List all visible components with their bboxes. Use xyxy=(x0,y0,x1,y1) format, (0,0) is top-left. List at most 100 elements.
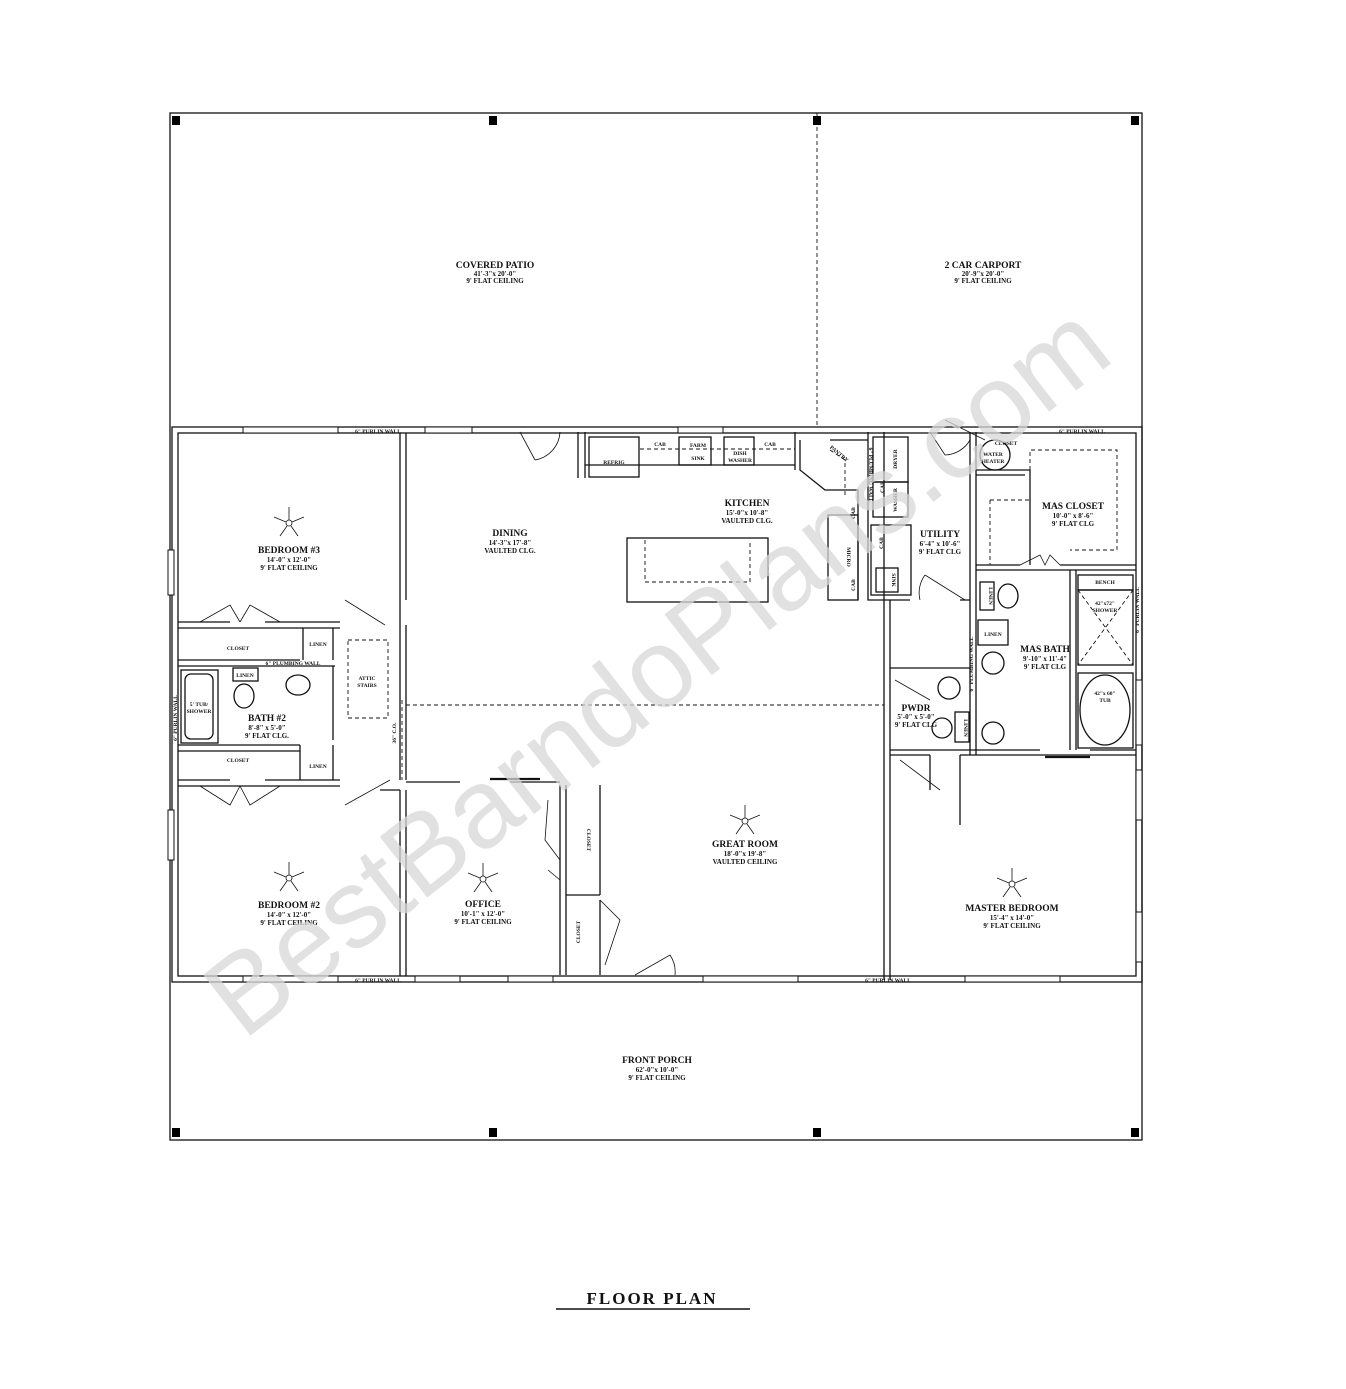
svg-text:WASHER: WASHER xyxy=(728,458,753,464)
svg-text:9' FLAT CLG: 9' FLAT CLG xyxy=(1052,520,1095,528)
svg-text:5' TUB/: 5' TUB/ xyxy=(190,702,209,708)
water-heater xyxy=(979,439,1011,471)
svg-text:CLOSET: CLOSET xyxy=(227,758,250,764)
svg-text:BATH #2: BATH #2 xyxy=(248,714,286,724)
svg-text:DINING: DINING xyxy=(492,529,528,539)
svg-text:9' FLAT CEILING: 9' FLAT CEILING xyxy=(954,277,1012,285)
svg-text:6" PURLIN WALL: 6" PURLIN WALL xyxy=(355,429,401,435)
range xyxy=(827,514,859,601)
svg-text:2 CAR CARPORT: 2 CAR CARPORT xyxy=(945,261,1022,271)
svg-text:STAIRS: STAIRS xyxy=(357,683,376,689)
svg-text:LINEN: LINEN xyxy=(309,764,326,770)
fixture-labels: 6" PURLIN WALL 6" PURLIN WALL 6" PURLIN … xyxy=(173,429,1141,984)
svg-text:6" PLUMBING WALL: 6" PLUMBING WALL xyxy=(969,636,975,691)
svg-text:MASTER BEDROOM: MASTER BEDROOM xyxy=(965,904,1058,914)
svg-text:LINEN: LINEN xyxy=(309,642,326,648)
svg-text:14'-0" x 12'-0": 14'-0" x 12'-0" xyxy=(267,911,311,919)
svg-text:PWDR: PWDR xyxy=(901,704,930,714)
doors[interactable] xyxy=(199,419,1061,976)
svg-text:VAULTED CLG.: VAULTED CLG. xyxy=(721,517,773,525)
svg-text:6" PLUMBING WALL: 6" PLUMBING WALL xyxy=(266,661,321,667)
washer xyxy=(872,481,909,518)
svg-text:REFRIG: REFRIG xyxy=(603,460,625,466)
svg-text:9' FLAT CEILING: 9' FLAT CEILING xyxy=(260,919,318,927)
svg-text:9' FLAT CEILING: 9' FLAT CEILING xyxy=(454,918,512,926)
svg-text:UTILITY: UTILITY xyxy=(920,530,960,540)
svg-text:LINEN: LINEN xyxy=(962,719,968,736)
svg-text:10'-1" x 12'-0": 10'-1" x 12'-0" xyxy=(461,910,505,918)
svg-text:6" PURLIN WALL: 6" PURLIN WALL xyxy=(1059,429,1105,435)
svg-text:LINEN: LINEN xyxy=(987,587,993,604)
svg-text:FRONT PORCH: FRONT PORCH xyxy=(622,1056,692,1066)
svg-text:DISH: DISH xyxy=(733,451,747,457)
svg-text:9' FLAT CEILING: 9' FLAT CEILING xyxy=(466,277,524,285)
svg-text:9' FLAT CLG: 9' FLAT CLG xyxy=(1024,663,1067,671)
svg-text:COVERED PATIO: COVERED PATIO xyxy=(456,261,535,271)
interior-walls xyxy=(178,432,1136,980)
refrigerator xyxy=(588,436,640,478)
svg-text:CAB: CAB xyxy=(764,442,776,448)
svg-text:SINK: SINK xyxy=(890,573,896,587)
svg-text:MAS CLOSET: MAS CLOSET xyxy=(1042,502,1105,512)
svg-text:VAULTED CEILING: VAULTED CEILING xyxy=(713,858,778,866)
svg-text:6" PURLIN WALL: 6" PURLIN WALL xyxy=(355,978,401,984)
watermark: BestBarndoPlans.com xyxy=(181,279,1131,1060)
room-label-bedroom3: BEDROOM #314'-0" x 12'-0"9' FLAT CEILING xyxy=(258,546,320,572)
svg-text:CLOSET: CLOSET xyxy=(227,646,250,652)
svg-text:6" PLUMBING WALL: 6" PLUMBING WALL xyxy=(867,448,873,503)
svg-text:42"x72": 42"x72" xyxy=(1095,601,1115,607)
svg-text:CLOSET: CLOSET xyxy=(585,829,591,852)
svg-text:14'-3"x 17'-8": 14'-3"x 17'-8" xyxy=(489,539,532,547)
room-label-bedroom2: BEDROOM #214'-0" x 12'-0"9' FLAT CEILING xyxy=(258,901,320,927)
svg-text:OFFICE: OFFICE xyxy=(465,900,501,910)
posts xyxy=(172,116,1139,1137)
svg-text:SINK: SINK xyxy=(691,456,705,462)
svg-text:BENCH: BENCH xyxy=(1095,580,1115,586)
shower xyxy=(1077,589,1134,666)
dishwasher xyxy=(723,436,755,466)
svg-text:MICRO: MICRO xyxy=(845,547,851,567)
svg-text:CAB: CAB xyxy=(851,579,857,591)
svg-text:18'-0"x 19'-8": 18'-0"x 19'-8" xyxy=(724,850,767,858)
svg-text:8'-8" x 5'-0": 8'-8" x 5'-0" xyxy=(248,724,285,732)
svg-text:14'-0" x 12'-0": 14'-0" x 12'-0" xyxy=(267,556,311,564)
svg-text:CLOSET: CLOSET xyxy=(995,441,1018,447)
svg-text:CLOSET: CLOSET xyxy=(576,921,582,944)
svg-text:WATER: WATER xyxy=(983,452,1004,458)
svg-text:9' FLAT CLG: 9' FLAT CLG xyxy=(895,721,938,729)
toilet xyxy=(233,683,255,709)
svg-text:10'-0" x 8'-6": 10'-0" x 8'-6" xyxy=(1053,512,1094,520)
svg-text:GREAT ROOM: GREAT ROOM xyxy=(712,840,778,850)
svg-text:LINEN: LINEN xyxy=(984,632,1001,638)
svg-text:15'-4" x 14'-0": 15'-4" x 14'-0" xyxy=(990,914,1034,922)
svg-text:62'-0"x 10'-0": 62'-0"x 10'-0" xyxy=(636,1066,679,1074)
svg-text:VAULTED CLG.: VAULTED CLG. xyxy=(484,547,536,555)
svg-text:DRYER: DRYER xyxy=(893,448,899,468)
svg-text:6'-4" x 10'-6": 6'-4" x 10'-6" xyxy=(920,540,961,548)
svg-text:9'-10" x 11'-4": 9'-10" x 11'-4" xyxy=(1023,655,1067,663)
svg-text:TUB: TUB xyxy=(1099,698,1111,704)
svg-text:MAS BATH: MAS BATH xyxy=(1020,645,1070,655)
bathtub xyxy=(180,669,219,744)
tub xyxy=(1079,674,1131,746)
svg-text:15'-0"x 10'-8": 15'-0"x 10'-8" xyxy=(726,509,769,517)
svg-text:SHOWER: SHOWER xyxy=(1093,608,1119,614)
farm-sink xyxy=(678,436,712,466)
kitchen-fixtures xyxy=(577,432,912,603)
svg-text:SHOWER: SHOWER xyxy=(187,709,213,715)
svg-text:WASHER: WASHER xyxy=(893,487,899,512)
svg-text:6" PURLIN WALL: 6" PURLIN WALL xyxy=(173,695,179,741)
svg-text:CAB: CAB xyxy=(851,507,857,519)
svg-text:9' FLAT CEILING: 9' FLAT CEILING xyxy=(983,922,1041,930)
lavatory xyxy=(285,674,311,696)
